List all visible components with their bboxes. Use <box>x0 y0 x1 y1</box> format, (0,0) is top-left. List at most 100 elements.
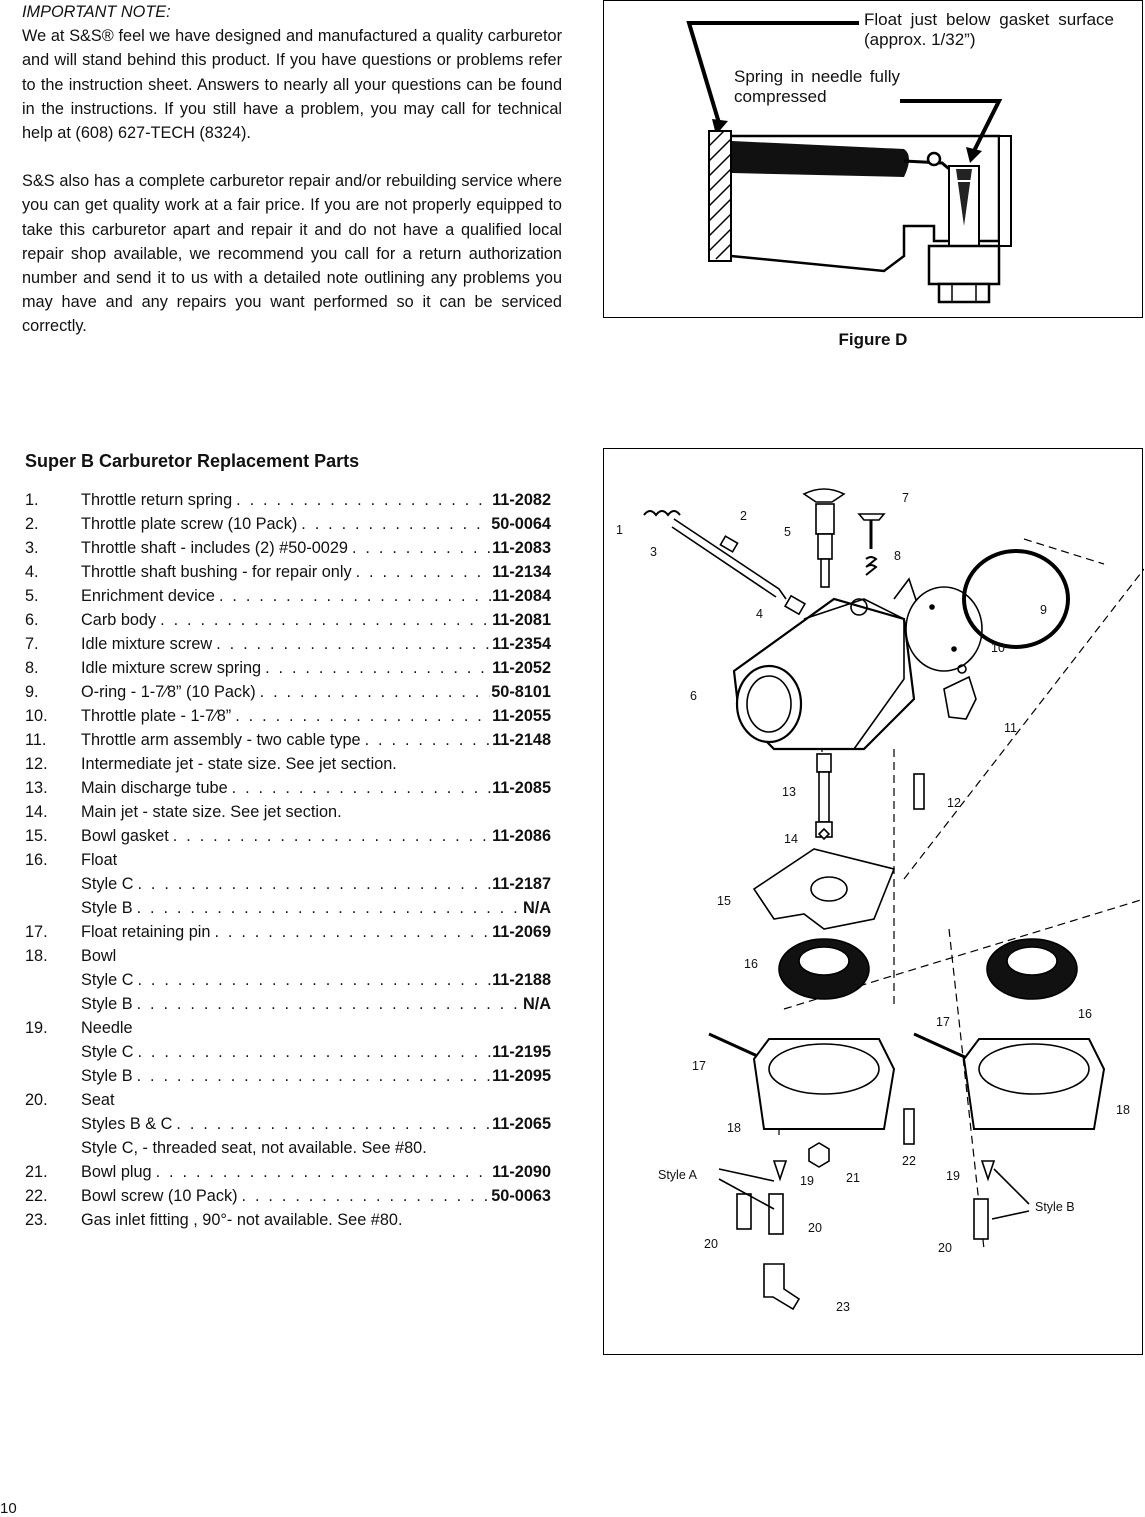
callout-16a: 16 <box>744 957 758 971</box>
callout-20a: 20 <box>704 1237 718 1251</box>
part-number-index: 12. <box>25 755 48 773</box>
parts-row: 20.Seat <box>25 1088 551 1112</box>
part-description: Throttle plate - 1-7⁄8” <box>81 707 232 725</box>
callout-6: 6 <box>690 689 697 703</box>
dot-leader <box>137 1064 492 1088</box>
dot-leader <box>137 872 491 896</box>
part-number-index: 19. <box>25 1019 48 1037</box>
part-description: Main jet - state size. See jet section. <box>81 803 342 821</box>
part-description: Gas inlet fitting , 90°- not available. … <box>81 1211 403 1229</box>
parts-row: 7.Idle mixture screw11-2354 <box>25 632 551 656</box>
parts-row: Styles B & C11-2065 <box>25 1112 551 1136</box>
part-number: 11-2134 <box>492 563 551 581</box>
callout-23: 23 <box>836 1300 850 1314</box>
parts-list: Super B Carburetor Replacement Parts 1.T… <box>25 448 551 1232</box>
note-paragraph-2: S&S also has a complete carburetor repai… <box>22 172 562 336</box>
part-description: Throttle plate screw (10 Pack) <box>81 515 298 533</box>
parts-row: 9.O-ring - 1-7⁄8” (10 Pack)50-8101 <box>25 680 551 704</box>
float-level-illustration <box>686 21 1012 304</box>
style-b-label: Style B <box>1035 1200 1075 1214</box>
dot-leader <box>137 896 522 920</box>
callout-3: 3 <box>650 545 657 559</box>
dot-leader <box>216 632 491 656</box>
part-number-index: 7. <box>25 635 39 653</box>
callout-4: 4 <box>756 607 763 621</box>
part-number-index: 18. <box>25 947 48 965</box>
callout-14: 14 <box>784 832 798 846</box>
callout-2: 2 <box>740 509 747 523</box>
part-description: Bowl plug <box>81 1163 152 1181</box>
parts-row: 2.Throttle plate screw (10 Pack)50-0064 <box>25 512 551 536</box>
part-number-index: 11. <box>25 731 47 749</box>
dot-leader <box>176 1112 491 1136</box>
dot-leader <box>219 584 491 608</box>
callout-16b: 16 <box>1078 1007 1092 1021</box>
callout-19a: 19 <box>800 1174 814 1188</box>
part-description: Enrichment device <box>81 587 215 605</box>
callout-20c: 20 <box>938 1241 952 1255</box>
parts-row: 10.Throttle plate - 1-7⁄8”11-2055 <box>25 704 551 728</box>
part-number-index: 14. <box>25 803 48 821</box>
dot-leader <box>352 536 491 560</box>
parts-row: 16.Float <box>25 848 551 872</box>
callout-12: 12 <box>947 796 961 810</box>
part-number: 11-2085 <box>492 779 551 797</box>
part-number-index: 8. <box>25 659 39 677</box>
parts-row: 11. Throttle arm assembly - two cable typ… <box>25 728 551 752</box>
part-description: Idle mixture screw <box>81 635 213 653</box>
parts-row: Style C11-2195 <box>25 1040 551 1064</box>
dot-leader <box>365 728 492 752</box>
part-description: Throttle arm assembly - two cable type <box>81 731 361 749</box>
parts-row: 17.Float retaining pin11-2069 <box>25 920 551 944</box>
dot-leader <box>236 488 491 512</box>
callout-17a: 17 <box>692 1059 706 1073</box>
parts-row: 1.Throttle return spring11-2082 <box>25 488 551 512</box>
dot-leader <box>232 776 492 800</box>
part-number: 50-0064 <box>491 515 551 533</box>
part-description: Seat <box>81 1091 115 1109</box>
part-number-index: 13. <box>25 779 48 797</box>
parts-row: 14. Main jet - state size. See jet sectio… <box>25 800 551 824</box>
part-description: Style B <box>81 995 133 1013</box>
part-number-index: 4. <box>25 563 39 581</box>
callout-21: 21 <box>846 1171 860 1185</box>
part-description: Style B <box>81 899 133 917</box>
carburetor-exploded-illustration <box>643 488 1144 1311</box>
figure-caption: Figure D <box>838 330 908 349</box>
part-number: 11-2069 <box>492 923 551 941</box>
part-number-index: 15. <box>25 827 48 845</box>
parts-rows: 1.Throttle return spring11-2082 2.Thrott… <box>25 488 551 1232</box>
part-number: 11-2083 <box>492 539 551 557</box>
part-description: O-ring - 1-7⁄8” (10 Pack) <box>81 683 256 701</box>
part-number: 11-2148 <box>492 731 551 749</box>
figure-d: Float just below gasket surface (approx.… <box>603 0 1143 318</box>
callout-13: 13 <box>782 785 796 799</box>
parts-row: 19.Needle <box>25 1016 551 1040</box>
part-number: 11-2086 <box>492 827 551 845</box>
parts-row: 5.Enrichment device11-2084 <box>25 584 551 608</box>
important-note: IMPORTANT NOTE: We at S&S® feel we have … <box>22 0 562 339</box>
part-number: 50-8101 <box>491 683 551 701</box>
callout-1: 1 <box>616 523 623 537</box>
callout-10: 10 <box>991 641 1005 655</box>
dot-leader <box>137 968 491 992</box>
part-number: 11-2090 <box>492 1163 551 1181</box>
parts-row: 6.Carb body11-2081 <box>25 608 551 632</box>
dot-leader <box>173 824 491 848</box>
callout-8: 8 <box>894 549 901 563</box>
dot-leader <box>265 656 491 680</box>
part-number: 11-2081 <box>492 611 551 629</box>
needle-spring-label: Spring in needle fully compressed <box>734 67 900 107</box>
parts-row: 3.Throttle shaft - includes (2) #50-0029… <box>25 536 551 560</box>
callout-15: 15 <box>717 894 731 908</box>
note-heading: IMPORTANT NOTE: <box>22 3 171 21</box>
exploded-parts-diagram: 1 2 3 4 5 6 7 8 9 10 11 12 13 14 15 16 1… <box>603 448 1144 1355</box>
part-description: Throttle shaft bushing - for repair only <box>81 563 352 581</box>
part-description: Styles B & C <box>81 1115 173 1133</box>
callout-18b: 18 <box>1116 1103 1130 1117</box>
part-description: Style C <box>81 971 134 989</box>
part-number-index: 21. <box>25 1163 48 1181</box>
part-description: Intermediate jet - state size. See jet s… <box>81 755 397 773</box>
callout-17b: 17 <box>936 1015 950 1029</box>
parts-row: 15.Bowl gasket11-2086 <box>25 824 551 848</box>
